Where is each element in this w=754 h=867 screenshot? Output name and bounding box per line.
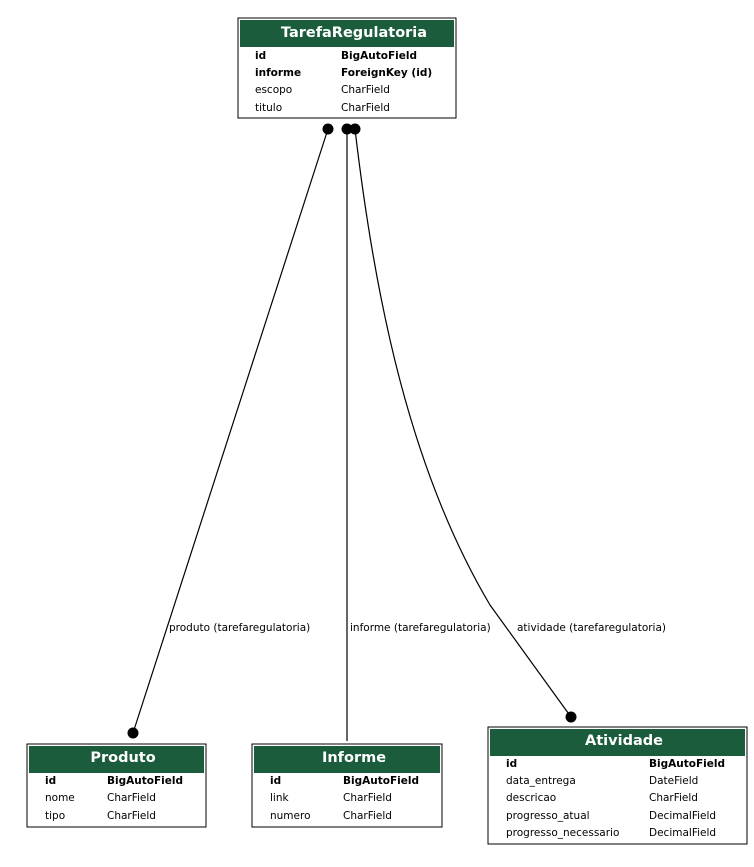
- relation-end-dot: [349, 123, 361, 135]
- field-name: id: [270, 775, 281, 787]
- field-name: id: [506, 758, 517, 770]
- field-type: BigAutoField: [649, 758, 725, 770]
- field-name: id: [255, 50, 266, 62]
- relation-line: [132, 128, 329, 734]
- field-name: numero: [270, 810, 311, 822]
- relation-end-dot: [127, 727, 139, 739]
- relation-label: informe (tarefaregulatoria): [350, 622, 491, 634]
- field-type: BigAutoField: [107, 775, 183, 787]
- field-name: escopo: [255, 84, 292, 96]
- relation-informe: informe (tarefaregulatoria): [341, 123, 491, 741]
- entity-produto: Produto id BigAutoField nome CharField t…: [26, 743, 207, 828]
- field-type: CharField: [649, 792, 698, 804]
- entity-informe: Informe id BigAutoField link CharField n…: [251, 743, 443, 828]
- field-type: CharField: [107, 810, 156, 822]
- field-type: CharField: [343, 810, 392, 822]
- entity-title: Produto: [90, 750, 155, 766]
- field-type: CharField: [343, 792, 392, 804]
- entity-title: Informe: [322, 750, 386, 766]
- field-name: link: [270, 792, 289, 804]
- relation-label: produto (tarefaregulatoria): [169, 622, 310, 634]
- field-type: CharField: [107, 792, 156, 804]
- entity-atividade: Atividade id BigAutoField data_entrega D…: [487, 726, 748, 845]
- field-name: progresso_atual: [506, 810, 590, 822]
- field-name: progresso_necessario: [506, 827, 619, 839]
- entity-header: [490, 729, 745, 756]
- field-name: titulo: [255, 102, 282, 114]
- field-name: informe: [255, 67, 301, 79]
- field-type: BigAutoField: [341, 50, 417, 62]
- field-name: descricao: [506, 792, 556, 804]
- entity-title: Atividade: [585, 733, 663, 749]
- relation-atividade: atividade (tarefaregulatoria): [349, 123, 666, 723]
- field-type: DecimalField: [649, 827, 716, 839]
- field-name: tipo: [45, 810, 65, 822]
- entity-tarefaregulatoria: TarefaRegulatoria id BigAutoField inform…: [237, 17, 457, 119]
- relation-label: atividade (tarefaregulatoria): [517, 622, 666, 634]
- field-type: DecimalField: [649, 810, 716, 822]
- relation-produto: produto (tarefaregulatoria): [127, 123, 334, 739]
- field-type: CharField: [341, 84, 390, 96]
- field-type: BigAutoField: [343, 775, 419, 787]
- field-name: nome: [45, 792, 75, 804]
- field-type: ForeignKey (id): [341, 67, 432, 79]
- entity-header: [254, 746, 440, 773]
- field-name: id: [45, 775, 56, 787]
- relation-end-dot: [322, 123, 334, 135]
- field-type: CharField: [341, 102, 390, 114]
- relation-line: [354, 128, 572, 718]
- entity-header: [240, 20, 454, 47]
- field-type: DateField: [649, 775, 698, 787]
- entity-header: [29, 746, 204, 773]
- relation-end-dot: [565, 711, 577, 723]
- entity-title: TarefaRegulatoria: [281, 25, 427, 41]
- field-name: data_entrega: [506, 775, 576, 787]
- relation-end-dot: [341, 123, 353, 135]
